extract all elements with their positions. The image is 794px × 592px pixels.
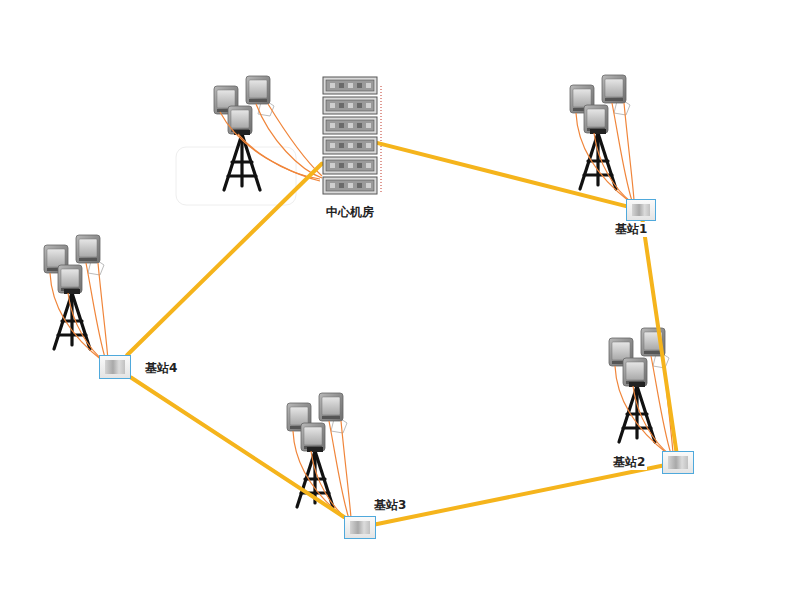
station-label: 基站2 [611, 455, 647, 470]
base-station-tower [609, 328, 673, 455]
equipment-box: 基站2 [662, 451, 694, 474]
server-rack: 中心机房 [322, 76, 378, 196]
station-label: 基站3 [372, 498, 408, 513]
rack-units [322, 76, 378, 196]
base-station-tower [570, 75, 634, 202]
rack-edge-mark [381, 86, 382, 194]
equipment-box: 基站4 [99, 355, 131, 379]
ring-link [376, 466, 662, 524]
equipment-picture [668, 456, 688, 469]
ring-link [643, 221, 677, 451]
station-label: 基站1 [613, 222, 649, 237]
station-label: 基站4 [143, 361, 179, 376]
equipment-picture [350, 521, 370, 534]
equipment-box: 基站1 [626, 199, 656, 221]
equipment-picture [632, 204, 650, 216]
equipment-box: 基站3 [344, 516, 376, 539]
equipment-picture [105, 360, 125, 374]
ring-link [378, 143, 626, 206]
station-label: 中心机房 [324, 205, 376, 220]
base-station-tower [44, 235, 108, 362]
ring-link [127, 164, 322, 355]
ring-link [131, 377, 344, 517]
